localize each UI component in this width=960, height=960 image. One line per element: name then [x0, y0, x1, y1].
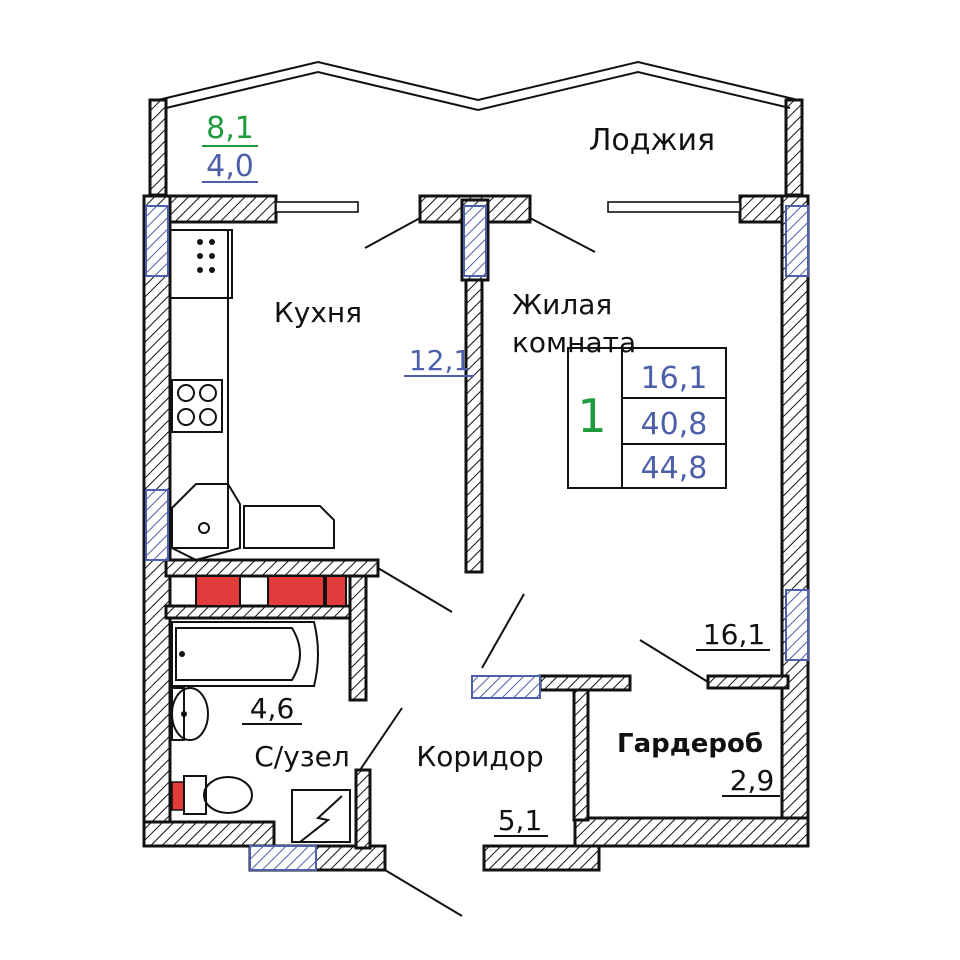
window-marker: [785, 205, 809, 277]
vent-ducts: [195, 575, 347, 607]
balcony-windows: [275, 201, 741, 253]
fridge-icon: [243, 505, 335, 549]
window-markers: [145, 205, 809, 871]
wardrobe-area: 2,9: [730, 764, 775, 797]
loggia-name: Лоджия: [589, 123, 715, 158]
loggia-area-total: 8,1: [206, 111, 254, 146]
corridor-area: 5,1: [498, 804, 543, 837]
loggia-area-reduced: 4,0: [206, 149, 254, 184]
kitchen-area: 12,1: [409, 344, 471, 377]
bathroom-name: С/узел: [254, 740, 350, 773]
living-area-value: 16,1: [641, 361, 708, 396]
rooms-count: 1: [577, 389, 606, 443]
stove-icon: [171, 379, 223, 433]
window-marker: [471, 675, 541, 699]
total-area-value: 40,8: [641, 407, 708, 442]
interior-walls: [164, 198, 790, 850]
kitchen-counter: [169, 229, 233, 549]
window-marker: [785, 589, 809, 661]
bathtub-icon: [171, 621, 319, 687]
sink-icon: [171, 483, 241, 562]
summary-table: 1 16,1 40,8 44,8: [567, 347, 727, 489]
window-marker: [249, 845, 317, 871]
living-name-line2: комната: [512, 326, 636, 359]
washbasin-icon: [171, 687, 209, 741]
window-marker: [145, 205, 169, 277]
wardrobe-name: Гардероб: [617, 729, 763, 759]
room-labels: 8,1 4,0 Лоджия Кухня 12,1 Жилая комната …: [202, 111, 780, 837]
living-name-line1: Жилая: [512, 288, 612, 321]
window-marker: [463, 205, 487, 277]
corridor-name: Коридор: [416, 740, 543, 773]
toilet-icon: [171, 775, 253, 815]
door-swings: [359, 567, 709, 917]
living-area: 16,1: [703, 618, 765, 651]
electric-panel-icon: [291, 789, 351, 843]
loggia-frame: [148, 60, 804, 197]
bathroom-area: 4,6: [250, 692, 295, 725]
total-with-loggia-value: 44,8: [641, 451, 708, 486]
kitchen-name: Кухня: [274, 296, 362, 329]
window-marker: [145, 489, 169, 561]
